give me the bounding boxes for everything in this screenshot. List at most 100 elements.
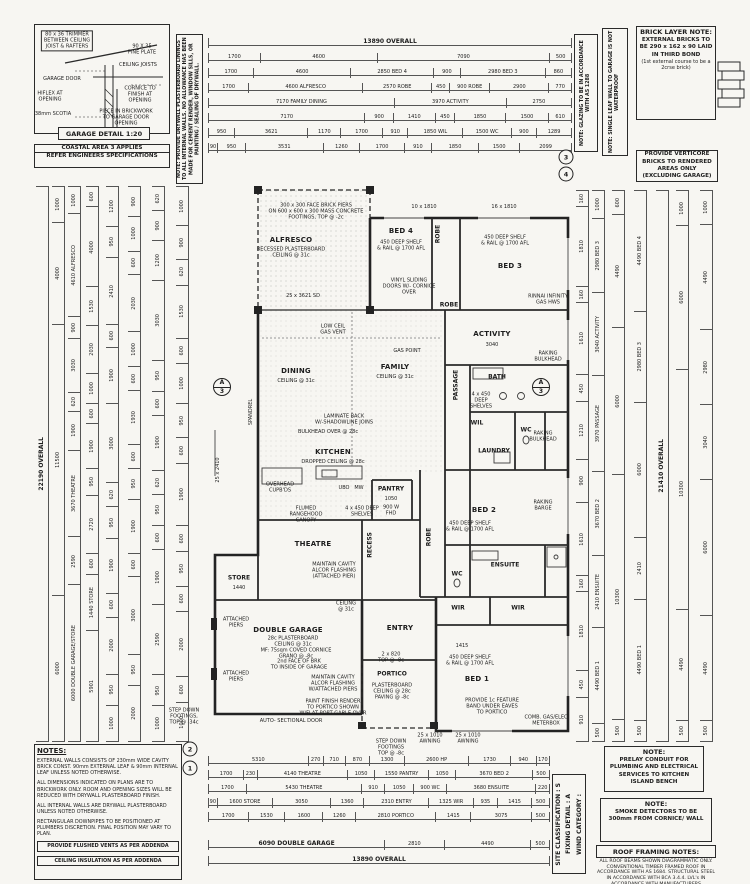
dimension-text: 950 [178, 415, 185, 426]
dimension-segment: 1900 [68, 410, 81, 450]
dimension-text: 1730 [483, 757, 496, 763]
dimension-text: 900 [154, 220, 161, 231]
dimension-segment: 2810 [384, 840, 445, 850]
dimension-text: 600 [130, 451, 137, 462]
dimension-text: 1000 [178, 377, 185, 390]
dimension-text: 1900 [154, 570, 161, 584]
room-label: BATH [488, 373, 506, 381]
dimension-text: 160 [578, 193, 585, 204]
drywall-note: NOTE: PROVIDE DRYWALL PLASTERBOARD LININ… [176, 34, 203, 184]
dimension-text: 4000 [88, 240, 95, 254]
dimension-segment: 940 [509, 756, 536, 766]
dimension-text: 1260 [335, 144, 348, 150]
dimension-text: 2980 BED 3 [594, 241, 601, 271]
dimension-text: 2900 [512, 84, 526, 90]
dimension-segment: 7170 FAMILY DINING [208, 98, 394, 108]
section-number: 3 [214, 386, 230, 396]
dimension-segment: 2570 ROBE [361, 83, 432, 93]
annotation-label: 4 x 450 DEEP SHELVES [345, 505, 379, 517]
annotation-label: 1050 [384, 496, 398, 503]
dimension-segment: 950 [128, 467, 141, 499]
brick-layer-note-title: BRICK LAYER NOTE: [640, 28, 712, 36]
room-label: STORE [227, 574, 251, 582]
dimension-segment: 710 [322, 756, 345, 766]
dimension-segment: 230 [243, 770, 258, 780]
dimension-text: 3000 [130, 609, 137, 622]
dimension-segment: 1900 [86, 423, 99, 469]
dimension-segment: 600 [86, 186, 99, 207]
annotation-label: 1415 [455, 643, 469, 650]
dimension-text: 5430 THEATRE [285, 785, 323, 791]
dimension-segment: 1000 [676, 190, 689, 226]
dimension-segment: 4600 ALFRESCO [248, 83, 362, 93]
dimension-segment: 4490 [443, 840, 531, 850]
dimension-text: 950 [108, 685, 115, 695]
annotation-label: ATTACHED PIERS [222, 616, 250, 628]
dimension-text: 1700 [219, 771, 233, 777]
dimension-segment: 950 [176, 402, 189, 438]
dimension-segment: 2980 BED 3 [459, 68, 545, 78]
dimension-segment: 1850 WIL [407, 128, 463, 138]
dimension-text: 1415 [447, 813, 460, 819]
dimension-text: 4610 ALFRESCO [70, 244, 77, 286]
dimension-text: 620 [178, 267, 185, 278]
dimension-text: 4600 [312, 54, 326, 60]
dimension-segment: 4000 [52, 221, 65, 324]
dimension-text: 600 [178, 346, 185, 356]
dimension-segment: 2850 BED 4 [350, 68, 433, 78]
annotation-label: 900 W FHD [382, 504, 400, 516]
dimension-text: 1000 [154, 717, 161, 731]
dimension-segment: 2000 [176, 611, 189, 677]
dimension-segment: 1300 [369, 756, 404, 766]
dimension-text: 1900 [130, 519, 137, 533]
dimension-segment: 620 [152, 186, 165, 211]
annotation-label: ATTACHED PIERS [222, 670, 250, 682]
dimension-text: 600 [108, 331, 115, 341]
dimension-segment: 1170 [307, 128, 341, 138]
dimension-segment: 1200 [106, 186, 119, 226]
dimension-segment: 21410 OVERALL [656, 190, 669, 741]
dimension-segment: 950 [152, 359, 165, 392]
brick-layer-note-sub: (1st external course to be a 2crse brick… [641, 58, 711, 72]
notes-item-boxed: CEILING INSULATION AS PER ADDENDA [37, 855, 179, 866]
dimension-segment: 4600 [252, 68, 351, 78]
dimension-text: 10300 [678, 481, 685, 498]
dimension-text: 1900 [178, 488, 185, 501]
dimension-segment: 3970 PASSAGE [592, 374, 605, 471]
section-letter: A [538, 379, 544, 386]
dimension-text: 1289 [547, 129, 561, 135]
dimension-text: 1210 [578, 424, 585, 438]
dimension-segment: 2980 [700, 329, 713, 404]
dimension-segment: 1410 [392, 113, 435, 123]
dimension-text: 1850 [473, 114, 487, 120]
brick-layer-note-body: EXTERNAL BRICKS TO BE 290 x 162 x 90 LAI… [639, 37, 713, 58]
dimension-segment: 950 [86, 468, 99, 495]
dimension-segment: 610 [548, 113, 572, 123]
room-label: FAMILY [380, 362, 410, 371]
dimension-segment: 1360 [329, 798, 364, 808]
dimension-segment: 1900 [128, 498, 141, 553]
dimension-text: 5901 [88, 679, 95, 693]
dimension-segment: 900 [128, 186, 141, 216]
dimension-segment: 1415 [496, 798, 532, 808]
site-classification-box: SITE CLASSIFICATION : S FIXING DETAIL : … [552, 774, 586, 874]
annotation-label: 300 x 300 FACE BRICK PIERS ON 600 x 600 … [268, 202, 364, 220]
annotation-label: 90 X 35 PINE PLATE [127, 43, 157, 55]
dimension-segment: 620 [152, 469, 165, 494]
dimension-text: 2410 [636, 562, 643, 575]
dimension-text: 1500 WC [475, 129, 499, 135]
dimension-segment: 3075 [470, 812, 532, 822]
dimension-segment: 910 [576, 697, 589, 741]
annotation-label: 25 x 3621 SD [286, 293, 320, 300]
dimension-text: 3621 [264, 129, 278, 135]
dimension-text: 3075 [494, 813, 508, 819]
dimension-segment: 170 [535, 756, 550, 766]
dimension-text: 950 [154, 371, 161, 381]
dimension-text: 950 [154, 505, 161, 515]
